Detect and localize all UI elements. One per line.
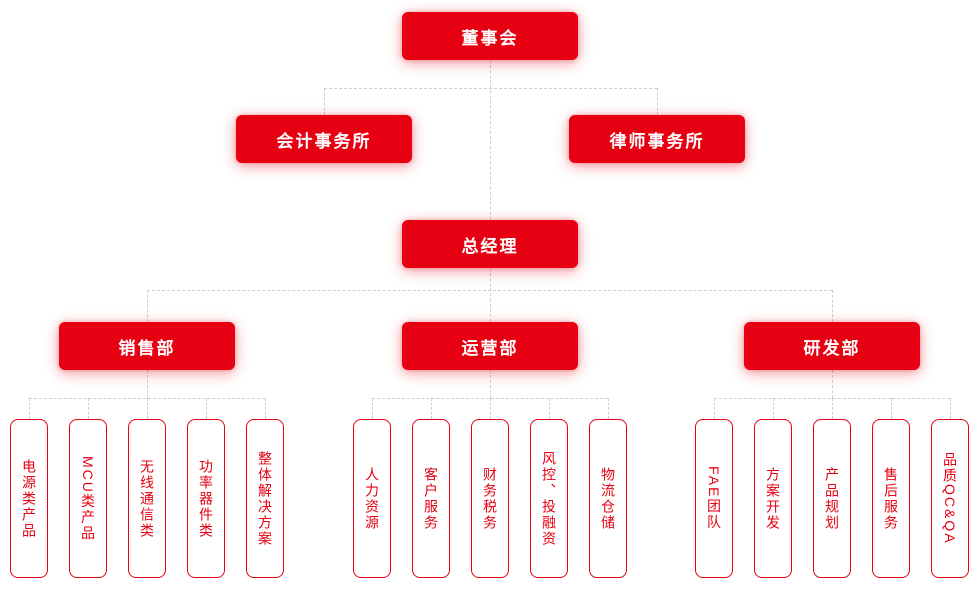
org-node-sales-dept: 销售部 [59, 322, 235, 370]
connector-line [490, 268, 491, 322]
connector-line [657, 88, 658, 115]
org-node-rd-dept: 研发部 [744, 322, 920, 370]
connector-line [490, 370, 491, 398]
org-leaf-aftersales-service: 售后服务 [872, 419, 910, 578]
org-leaf-quality-qcqa: 品质QC&QA [931, 419, 969, 578]
connector-line [324, 88, 657, 89]
connector-line [490, 398, 491, 419]
connector-line [147, 370, 148, 398]
org-leaf-wireless-comms: 无线通信类 [128, 419, 166, 578]
org-leaf-logistics-warehouse: 物流仓储 [589, 419, 627, 578]
org-leaf-finance-tax: 财务税务 [471, 419, 509, 578]
org-leaf-total-solutions: 整体解决方案 [246, 419, 284, 578]
connector-line [891, 398, 892, 419]
connector-line [832, 370, 833, 398]
org-leaf-mcu-products: MCU类产品 [69, 419, 107, 578]
connector-line [431, 398, 432, 419]
org-leaf-customer-service: 客户服务 [412, 419, 450, 578]
org-leaf-product-planning: 产品规划 [813, 419, 851, 578]
connector-line [832, 398, 833, 419]
org-node-accounting-firm: 会计事务所 [236, 115, 412, 163]
connector-line [29, 398, 30, 419]
org-node-board: 董事会 [402, 12, 578, 60]
connector-line [372, 398, 373, 419]
org-node-general-manager: 总经理 [402, 220, 578, 268]
org-leaf-power-devices: 功率器件类 [187, 419, 225, 578]
org-leaf-risk-investment: 风控、投融资 [530, 419, 568, 578]
connector-line [324, 88, 325, 115]
connector-line [832, 290, 833, 322]
connector-line [206, 398, 207, 419]
org-leaf-power-products: 电源类产品 [10, 419, 48, 578]
connector-line [147, 398, 148, 419]
connector-line [950, 398, 951, 419]
connector-line [549, 398, 550, 419]
org-leaf-human-resources: 人力资源 [353, 419, 391, 578]
org-node-law-firm: 律师事务所 [569, 115, 745, 163]
connector-line [608, 398, 609, 419]
connector-line [147, 290, 832, 291]
connector-line [88, 398, 89, 419]
org-leaf-fae-team: FAE团队 [695, 419, 733, 578]
connector-line [265, 398, 266, 419]
connector-line [490, 60, 491, 220]
org-leaf-solution-development: 方案开发 [754, 419, 792, 578]
connector-line [714, 398, 715, 419]
connector-line [147, 290, 148, 322]
connector-line [773, 398, 774, 419]
org-node-operations-dept: 运营部 [402, 322, 578, 370]
